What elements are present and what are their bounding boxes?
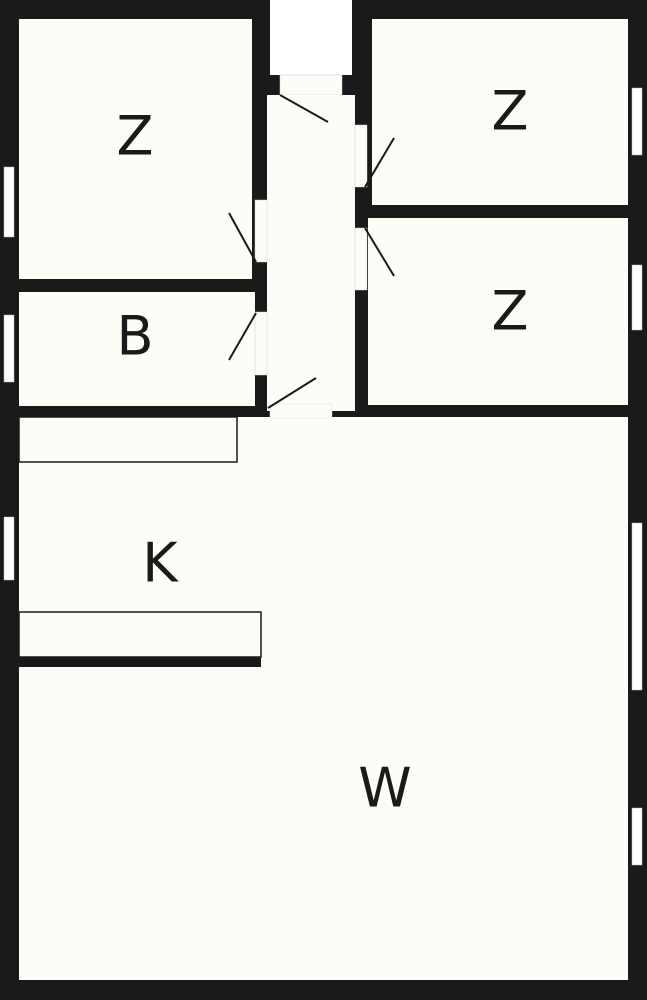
kitchen-counter-top: [18, 416, 238, 463]
door-opening-bedroom-left: [254, 199, 268, 263]
window: [631, 807, 643, 866]
kitchen-partition-wall: [19, 657, 261, 667]
room-bathroom: [19, 292, 255, 406]
window: [631, 522, 643, 691]
room-living-kitchen: [19, 417, 628, 980]
window: [631, 87, 643, 156]
door-bedroom-top-right[interactable]: [364, 137, 395, 188]
door-living-room[interactable]: [267, 377, 317, 409]
room-label: Z: [492, 80, 529, 143]
room-label: W: [358, 757, 411, 820]
corridor-opening: [269, 403, 333, 419]
door-bathroom[interactable]: [228, 312, 257, 361]
door-opening-bathroom: [254, 311, 268, 376]
room-label: B: [116, 305, 153, 368]
room-label: Z: [492, 280, 529, 343]
room-bedroom-top-right: [372, 19, 628, 205]
entrance-door[interactable]: [279, 94, 329, 123]
window: [3, 516, 15, 581]
entrance-notch: [270, 0, 352, 75]
window: [3, 314, 15, 383]
door-opening-bedroom-middle-right: [354, 227, 368, 291]
door-opening-bedroom-top-right: [354, 124, 368, 188]
room-bedroom-middle-right: [368, 218, 628, 405]
kitchen-counter-bottom: [18, 611, 262, 658]
room-bedroom-top-left: [19, 19, 252, 279]
window: [631, 264, 643, 331]
entrance-door-opening: [279, 74, 343, 96]
door-bedroom-top-left[interactable]: [228, 212, 257, 263]
room-corridor: [267, 95, 355, 411]
room-label: Z: [117, 105, 154, 168]
room-label: K: [142, 532, 179, 595]
door-bedroom-middle-right[interactable]: [364, 227, 395, 277]
window: [3, 166, 15, 238]
